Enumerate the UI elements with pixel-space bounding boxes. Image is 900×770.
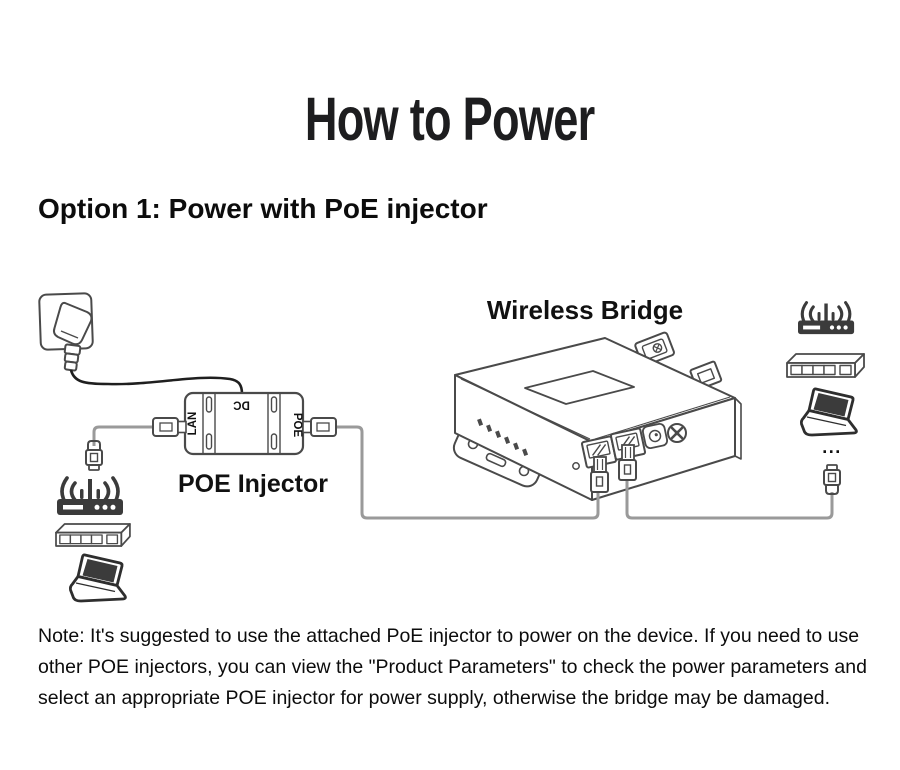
laptop-icon-right [799, 387, 858, 437]
option-heading: Option 1: Power with PoE injector [38, 193, 488, 224]
ethernet-cable-poe [334, 425, 600, 520]
wifi-router-icon-right [796, 301, 856, 336]
network-switch-icon-left [55, 523, 131, 547]
dc-jack-icon [641, 422, 669, 450]
diagram-canvas: LAN DC POE [38, 292, 865, 603]
wifi-router-icon-left [55, 476, 125, 517]
plug-body [52, 301, 93, 346]
rj45-plug-lan-side [152, 417, 187, 437]
power-plug-icon [38, 292, 94, 372]
injector-label: POE Injector [178, 470, 328, 498]
ethernet-cable-bridge-right [625, 478, 834, 520]
poe-port-label: POE [291, 413, 303, 438]
rj45-plug-poe-side [302, 417, 337, 437]
ellipsis-label: ... [822, 437, 842, 457]
screw-icon [667, 423, 687, 443]
ethernet-port [580, 435, 618, 469]
rj45-plug-bridge-left [590, 456, 609, 493]
bridge-label: Wireless Bridge [487, 295, 683, 325]
rj45-connector-icon-right [823, 464, 841, 495]
page-title-text: How to Power [305, 85, 595, 153]
power-cable [69, 369, 244, 395]
laptop-icon-left [68, 553, 127, 603]
bridge-top-label [524, 370, 635, 405]
page-title: How to Power [0, 84, 900, 154]
lan-port-label: LAN [187, 412, 199, 436]
note-text: Note: It's suggested to use the attached… [38, 625, 867, 709]
dc-port-label: DC [233, 399, 250, 411]
reset-hole [572, 462, 580, 470]
network-switch-icon-right [786, 353, 865, 378]
led-indicators [477, 418, 529, 456]
ethernet-cable-lan [92, 425, 155, 446]
rj45-plug-bridge-right [618, 444, 637, 481]
